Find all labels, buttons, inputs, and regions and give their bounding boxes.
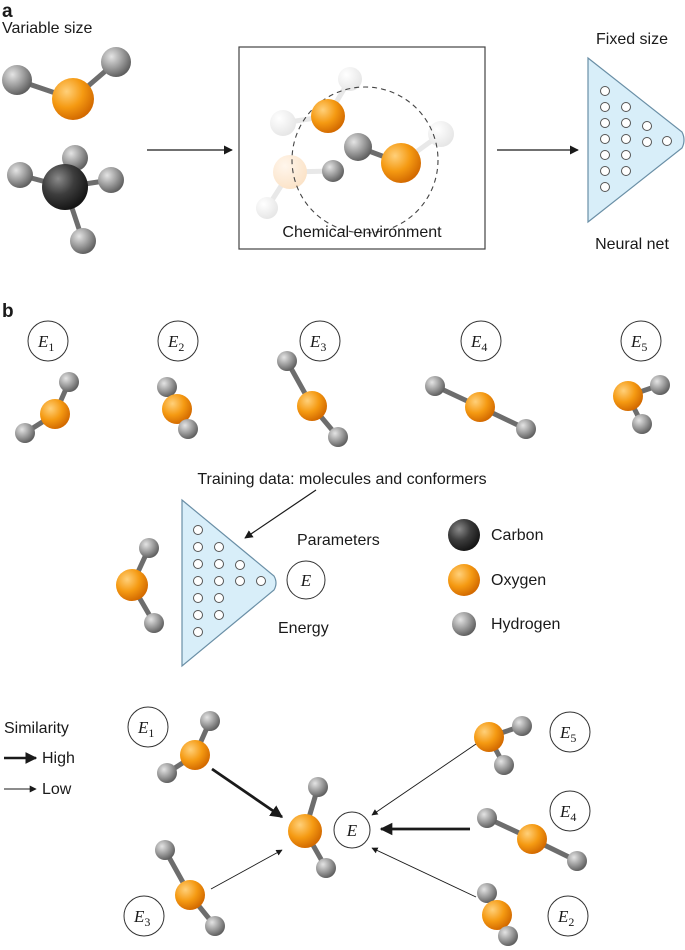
conformer-1	[15, 372, 79, 443]
svg-text:E4: E4	[559, 802, 576, 824]
training-data-label: Training data: molecules and conformers	[197, 471, 486, 488]
training-data-arrow	[244, 489, 317, 539]
neural-net-b	[181, 498, 277, 668]
legend-hydrogen-swatch	[452, 612, 476, 636]
conformer-3	[277, 351, 348, 447]
svg-text:E: E	[346, 821, 358, 840]
svg-text:E2: E2	[557, 907, 574, 929]
similarity-arrow-e1-high	[211, 767, 284, 819]
methane-molecule	[7, 145, 124, 254]
environment-molecules	[256, 67, 454, 234]
svg-text:E3: E3	[309, 332, 326, 354]
svg-text:E5: E5	[559, 723, 576, 745]
energy-circle-e1: E1	[27, 320, 69, 362]
svg-text:E1: E1	[37, 332, 54, 354]
svg-text:E1: E1	[137, 718, 154, 740]
legend-carbon-swatch	[448, 519, 480, 551]
panel-b-label: b	[2, 301, 14, 322]
similarity-arrow-e5-low	[371, 743, 477, 816]
energy-circle-e4: E4	[460, 320, 502, 362]
legend-hydrogen-label: Hydrogen	[491, 616, 560, 633]
conformer-5	[613, 375, 670, 434]
target-molecule	[288, 777, 336, 878]
conformer-2	[157, 377, 198, 439]
input-water-molecule	[116, 538, 164, 633]
legend: Carbon Oxygen Hydrogen	[448, 519, 560, 636]
water-molecule-a	[2, 47, 131, 120]
sim-molecule-2	[477, 883, 518, 946]
panel-a-label: a	[2, 1, 13, 22]
variable-size-label: Variable size	[2, 20, 93, 37]
similarity-circle-e3: E3	[123, 895, 165, 937]
svg-text:E2: E2	[167, 332, 184, 354]
cutoff-sphere	[291, 86, 439, 234]
similarity-circle-e4: E4	[549, 790, 591, 832]
parameters-label: Parameters	[297, 532, 380, 549]
energy-circle-e5: E5	[620, 320, 662, 362]
fixed-size-label: Fixed size	[596, 31, 668, 48]
legend-carbon-label: Carbon	[491, 527, 543, 544]
conformer-4	[425, 376, 536, 439]
svg-text:E5: E5	[630, 332, 647, 354]
sim-molecule-4	[477, 808, 587, 871]
sim-molecule-1	[157, 711, 220, 783]
energy-circle-e3: E3	[299, 320, 341, 362]
svg-text:E4: E4	[470, 332, 487, 354]
energy-circle-e2: E2	[157, 320, 199, 362]
chemical-environment-label: Chemical environment	[282, 224, 442, 241]
similarity-arrow-e2-low	[371, 847, 477, 898]
energy-label: Energy	[278, 620, 329, 637]
high-label: High	[42, 750, 75, 767]
neural-net-a	[587, 56, 685, 224]
low-label: Low	[42, 781, 72, 798]
legend-oxygen-label: Oxygen	[491, 572, 546, 589]
neural-net-label: Neural net	[595, 236, 669, 253]
legend-oxygen-swatch	[448, 564, 480, 596]
similarity-circle-e2: E2	[547, 895, 589, 937]
similarity-title: Similarity	[4, 720, 69, 737]
svg-text:E3: E3	[133, 907, 150, 929]
energy-output-circle: E	[286, 560, 326, 600]
similarity-circle-e1: E1	[127, 706, 169, 748]
similarity-circle-e5: E5	[549, 711, 591, 753]
target-energy-circle: E	[333, 811, 371, 849]
sim-molecule-5	[474, 716, 532, 775]
sim-molecule-3	[155, 840, 225, 936]
svg-text:E: E	[300, 571, 312, 590]
similarity-arrow-e3-low	[210, 849, 283, 890]
